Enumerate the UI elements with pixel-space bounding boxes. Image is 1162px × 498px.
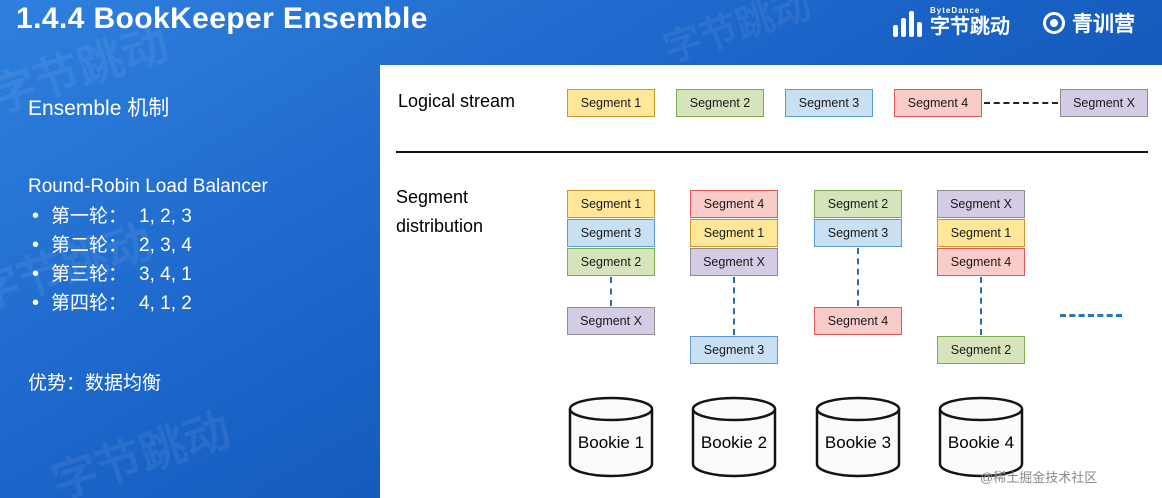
round-label: 第三轮：: [51, 264, 128, 285]
segment-box: Segment 3: [814, 219, 902, 247]
segment-box: Segment 4: [937, 248, 1025, 276]
round-value: 4, 1, 2: [139, 293, 192, 314]
bytedance-bars-icon: [893, 10, 922, 37]
segment-box: Segment 2: [567, 248, 655, 276]
bytedance-logo: ByteDance 字节跳动: [893, 7, 1010, 37]
page-title: 1.4.4 BookKeeper Ensemble: [16, 2, 428, 35]
segment-box: Segment 1: [567, 89, 655, 117]
database-cylinder-icon: [691, 396, 777, 478]
dashed-connector: [610, 277, 612, 306]
rounds-list: 第一轮： 1, 2, 3 第二轮： 2, 3, 4 第三轮： 3, 4, 1 第…: [32, 202, 192, 318]
segment-box: Segment X: [937, 190, 1025, 218]
segment-box: Segment 4: [894, 89, 982, 117]
balancer-heading: Round-Robin Load Balancer: [28, 176, 268, 197]
segment-box: Segment 4: [814, 307, 902, 335]
bookie-cylinder: Bookie 1: [567, 395, 655, 479]
round-value: 3, 4, 1: [139, 264, 192, 285]
segment-box: Segment X: [567, 307, 655, 335]
bookie-cylinder: Bookie 3: [814, 395, 902, 479]
segment-box: Segment 3: [690, 336, 778, 364]
section-divider: [396, 151, 1148, 153]
qingxunying-label: 青训营: [1072, 13, 1135, 36]
bookie-label: Bookie 3: [824, 433, 892, 452]
bytedance-logo-text: ByteDance 字节跳动: [930, 6, 1010, 38]
site-watermark: @稀土掘金技术社区: [980, 470, 1098, 485]
dashed-connector: [733, 277, 735, 335]
round-value: 1, 2, 3: [139, 206, 192, 227]
advantage-text: 优势：数据均衡: [28, 373, 162, 394]
round-label: 第一轮：: [51, 206, 128, 227]
background-watermark: 字节跳动: [45, 402, 237, 498]
round-item: 第二轮： 2, 3, 4: [32, 231, 192, 260]
bookie-cylinder: Bookie 2: [690, 395, 778, 479]
round-label: 第二轮：: [51, 235, 128, 256]
bytedance-sub-label: ByteDance: [930, 6, 981, 15]
dashed-connector: [984, 102, 1058, 104]
dashed-connector: [980, 277, 982, 335]
bookie-cylinder: Bookie 4: [937, 395, 1025, 479]
round-value: 2, 3, 4: [139, 235, 192, 256]
segment-box: Segment 1: [937, 219, 1025, 247]
logical-stream-label: Logical stream: [398, 91, 516, 111]
bookie-label: Bookie 4: [947, 433, 1015, 452]
round-item: 第一轮： 1, 2, 3: [32, 202, 192, 231]
bookie-label: Bookie 1: [577, 433, 645, 452]
segment-box: Segment 4: [690, 190, 778, 218]
segment-box: Segment 3: [785, 89, 873, 117]
segment-distribution-label: Segment distribution: [396, 187, 484, 236]
qingxunying-logo: 青训营: [1043, 8, 1135, 38]
segment-box: Segment 1: [567, 190, 655, 218]
segment-box: Segment X: [690, 248, 778, 276]
database-cylinder-icon: [815, 396, 901, 478]
dashed-connector: [857, 248, 859, 306]
segment-box: Segment 2: [937, 336, 1025, 364]
segment-box: Segment 2: [814, 190, 902, 218]
ensemble-heading: Ensemble 机制: [28, 97, 170, 120]
round-label: 第四轮：: [51, 293, 128, 314]
database-cylinder-icon: [568, 396, 654, 478]
background-watermark: 字节跳动: [658, 0, 817, 72]
segment-box: Segment 3: [567, 219, 655, 247]
segment-box: Segment 2: [676, 89, 764, 117]
database-cylinder-icon: [938, 396, 1024, 478]
dashed-ellipsis: [1060, 314, 1122, 317]
round-item: 第三轮： 3, 4, 1: [32, 260, 192, 289]
segment-box: Segment X: [1060, 89, 1148, 117]
round-item: 第四轮： 4, 1, 2: [32, 289, 192, 318]
bookie-label: Bookie 2: [700, 433, 768, 452]
bytedance-name-label: 字节跳动: [930, 16, 1010, 38]
segment-box: Segment 1: [690, 219, 778, 247]
qingxunying-icon: [1043, 12, 1065, 34]
